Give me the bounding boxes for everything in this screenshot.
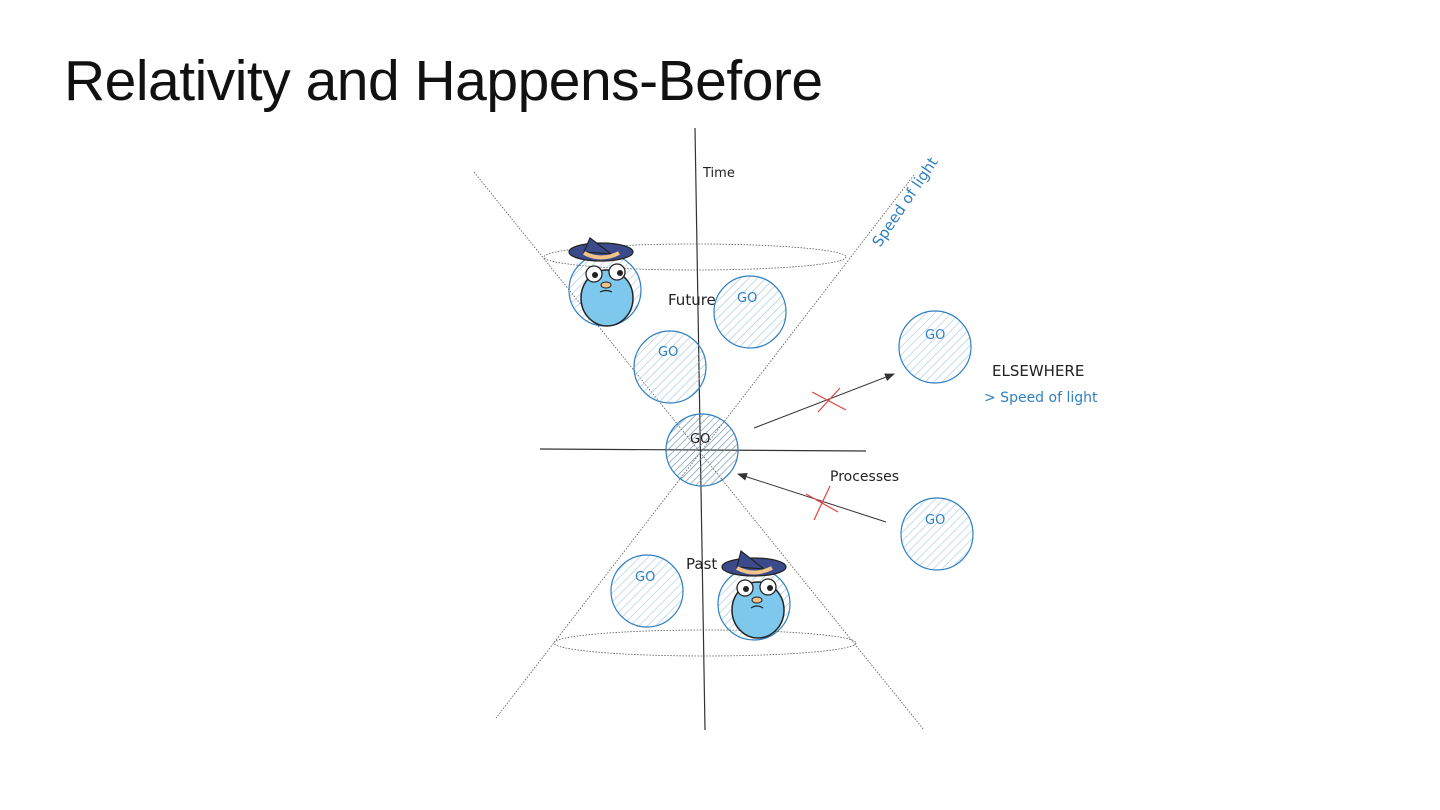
process-node-origin: GO [665, 413, 739, 487]
process-node-future-2: GO [633, 330, 707, 404]
future-cone-rim [543, 243, 847, 271]
process-node-elsewhere-2: GO [900, 497, 974, 571]
svg-text:GO: GO [925, 328, 945, 343]
svg-text:GO: GO [737, 291, 757, 306]
blocked-mark-outgoing [811, 387, 847, 413]
future-label: Future [668, 291, 716, 309]
svg-text:GO: GO [635, 570, 655, 585]
process-node-future-1: GO [713, 275, 787, 349]
svg-text:GO: GO [925, 513, 945, 528]
process-node-past-1: GO [610, 554, 684, 628]
arrow-to-elsewhere [753, 373, 895, 429]
faster-than-light-label: > Speed of light [984, 390, 1098, 406]
process-node-elsewhere-1: GO [898, 310, 972, 384]
blocked-mark-incoming [805, 485, 839, 521]
time-axis-label: Time [702, 166, 735, 181]
past-label: Past [686, 555, 717, 573]
slide-title: Relativity and Happens-Before [64, 49, 823, 113]
svg-text:GO: GO [690, 432, 710, 447]
gopher-wizard-icon-future [568, 237, 642, 327]
processes-label: Processes [830, 469, 899, 485]
gopher-wizard-icon-past [717, 549, 791, 641]
past-cone-rim [553, 629, 857, 657]
speed-of-light-label: Speed of light [868, 154, 941, 251]
elsewhere-label: ELSEWHERE [992, 362, 1084, 380]
svg-text:GO: GO [658, 345, 678, 360]
